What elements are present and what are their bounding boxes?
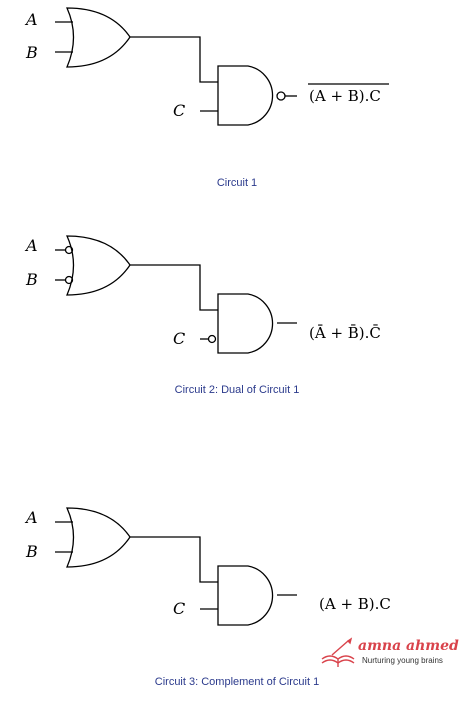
circuit-1-schematic xyxy=(55,7,389,126)
caption-circuit-1: Circuit 1 xyxy=(216,177,258,189)
input-b-label: B xyxy=(26,43,38,62)
bubble-a xyxy=(64,245,74,255)
input-b-label: B xyxy=(26,270,38,289)
and-gate xyxy=(217,293,274,354)
input-a-label: A xyxy=(26,10,38,29)
wire-or-to-and xyxy=(130,536,218,583)
caption-circuit-3: Circuit 3: Complement of Circuit 1 xyxy=(154,676,320,688)
wire-or-to-and xyxy=(130,264,218,311)
circuit-1: A B C (A + B).C Circuit 1 xyxy=(0,0,474,200)
output-expression: (A + B).C xyxy=(309,87,381,105)
circuit-2-schematic xyxy=(55,235,297,354)
watermark-name: amna ahmed xyxy=(358,638,459,654)
input-a-label: A xyxy=(26,508,38,527)
circuit-2: A B C (Ā + B̄).C̄ Circuit 2: Dual of Cir… xyxy=(26,235,381,396)
input-c-label: C xyxy=(173,329,186,348)
input-c-label: C xyxy=(173,599,186,618)
watermark-logo: amna ahmed Nurturing young brains xyxy=(318,637,459,671)
or-gate xyxy=(65,507,131,568)
bubble-c xyxy=(207,334,217,344)
wire-or-to-and xyxy=(130,36,218,83)
or-gate xyxy=(65,235,131,296)
caption-circuit-2: Circuit 2: Dual of Circuit 1 xyxy=(174,384,300,396)
circuit-3-schematic xyxy=(55,507,297,626)
input-b-label: B xyxy=(26,542,38,561)
book-pen-icon xyxy=(321,637,355,667)
input-c-label: C xyxy=(173,101,186,120)
and-gate xyxy=(217,65,274,126)
input-a-label: A xyxy=(26,236,38,255)
output-expression: (A + B).C xyxy=(319,595,391,613)
watermark-tagline: Nurturing young brains xyxy=(362,656,443,665)
and-gate xyxy=(217,565,274,626)
or-gate xyxy=(65,7,131,68)
output-expression: (Ā + B̄).C̄ xyxy=(309,324,381,342)
